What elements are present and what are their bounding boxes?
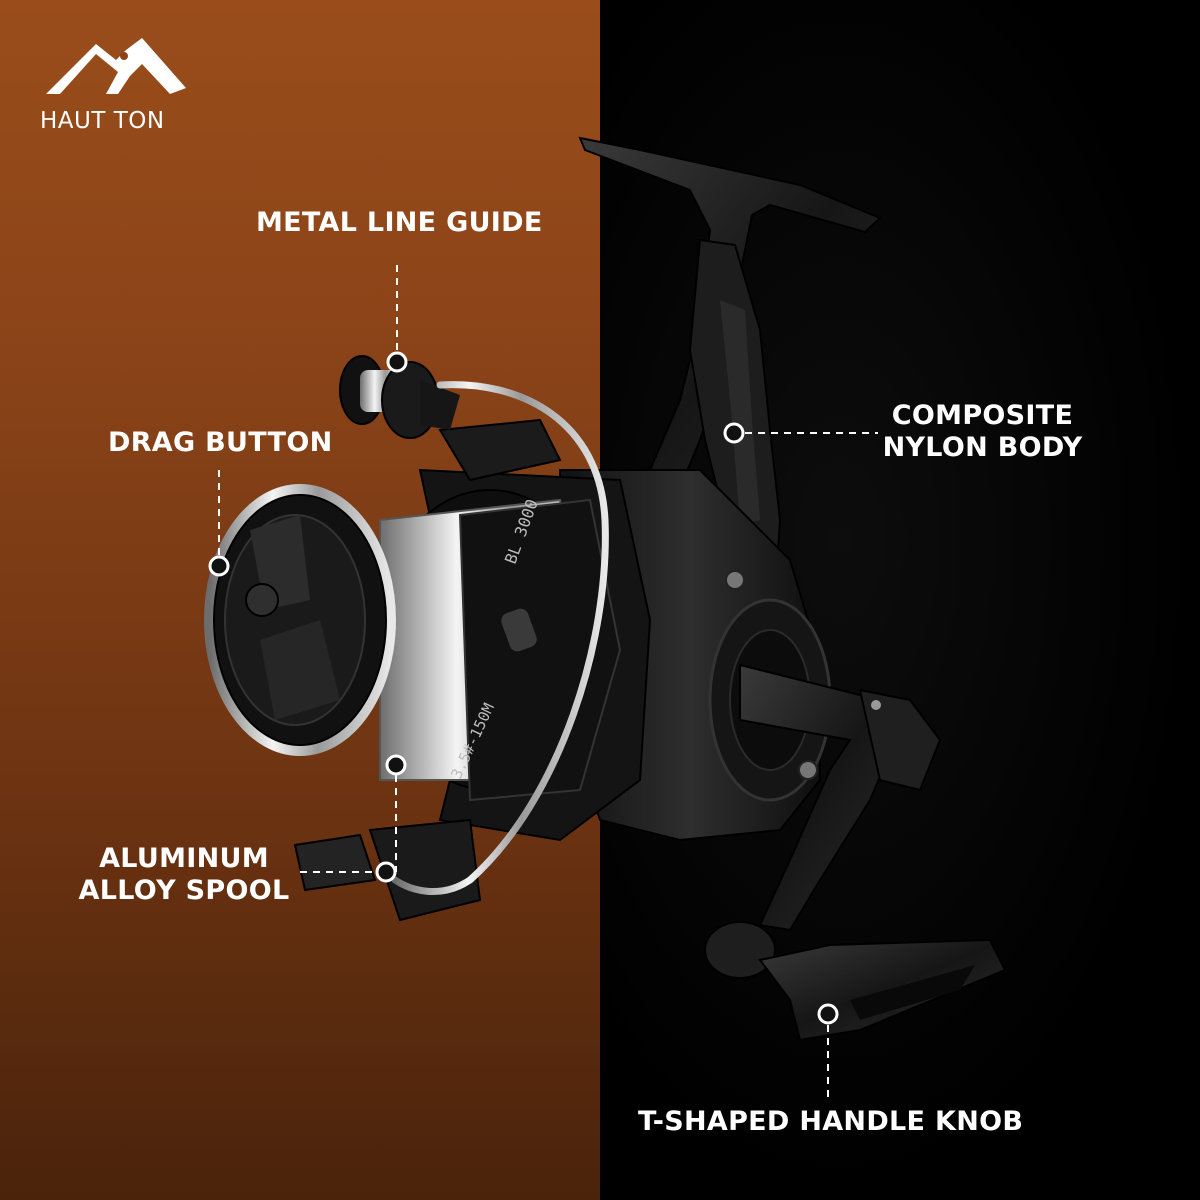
label-aluminum-spool-line2: ALLOY SPOOL [78, 875, 290, 906]
label-composite-body-line1: COMPOSITE [891, 400, 1074, 431]
label-composite-body: COMPOSITE NYLON BODY [880, 400, 1085, 464]
label-handle-knob: T-SHAPED HANDLE KNOB [638, 1106, 1024, 1137]
bail-arm [391, 381, 609, 896]
label-drag-button: DRAG BUTTON [108, 427, 333, 458]
label-aluminum-spool: ALUMINUM ALLOY SPOOL [76, 843, 292, 907]
aluminum-spool [204, 484, 622, 802]
brand-name: HAUT TON [40, 108, 165, 134]
line-roller [339, 355, 460, 439]
label-metal-line-guide: METAL LINE GUIDE [256, 207, 543, 238]
brand-logo: HAUT TON [40, 36, 190, 141]
handle-assembly [704, 663, 1007, 1042]
mountain-bird-logo-icon [46, 38, 186, 94]
label-aluminum-spool-line1: ALUMINUM [99, 843, 269, 874]
label-composite-body-line2: NYLON BODY [882, 432, 1083, 463]
